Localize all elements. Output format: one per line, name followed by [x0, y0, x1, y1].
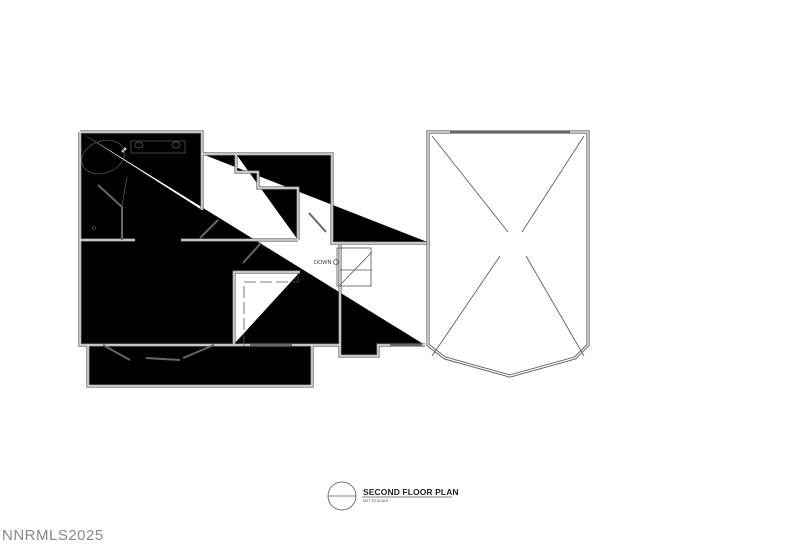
- plan-scale-note: NOT TO SCALE: [363, 499, 389, 503]
- plan-title: SECOND FLOOR PLAN: [363, 487, 459, 497]
- closet-shelves: [243, 272, 299, 346]
- vaulted-ceiling-lines: [431, 135, 585, 357]
- windows: [102, 131, 570, 361]
- stair: [333, 247, 373, 287]
- walls: [80, 132, 430, 386]
- bathroom-fixtures: [81, 139, 186, 240]
- stair-down-label: DOWN: [314, 260, 332, 266]
- doors: [121, 176, 327, 264]
- watermark: NNRMLS2025: [2, 527, 104, 544]
- title-symbol: [327, 481, 452, 511]
